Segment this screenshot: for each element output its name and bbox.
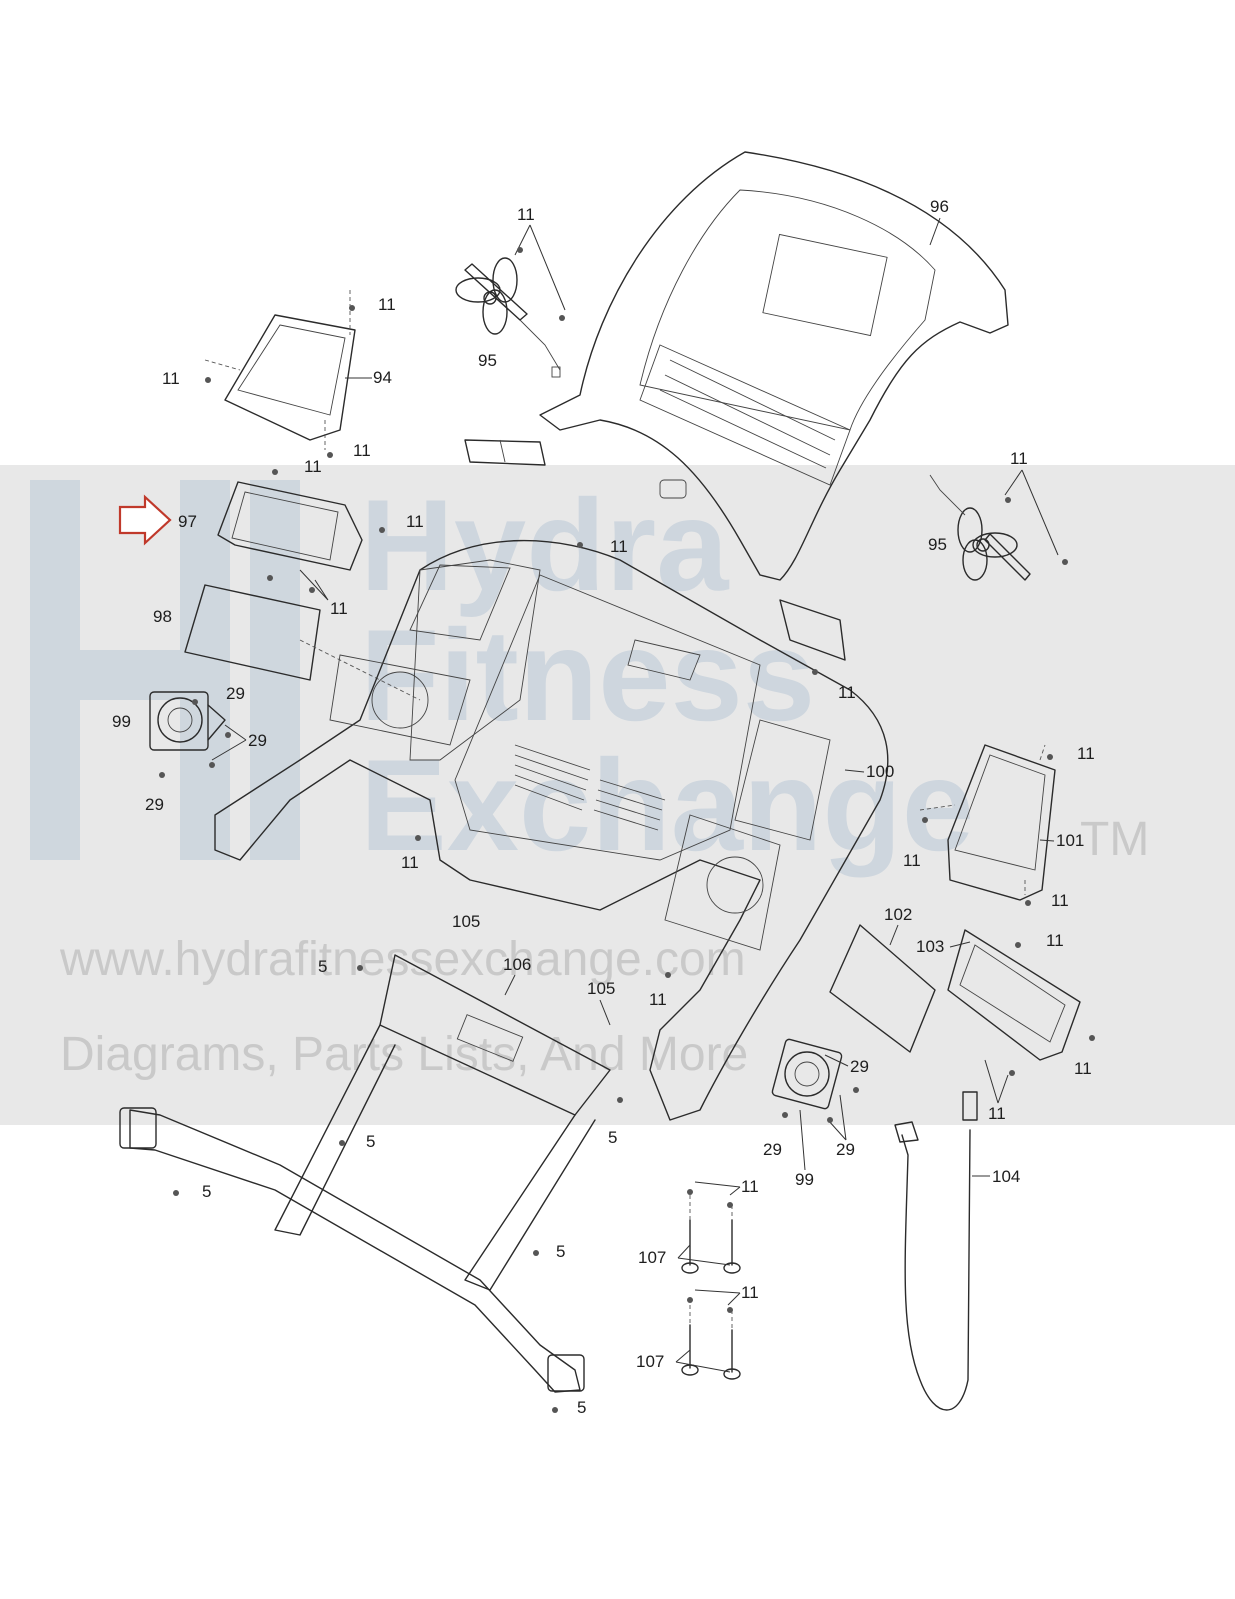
callout-29-f: 29 — [836, 1140, 855, 1159]
part-102-cover — [829, 924, 936, 1053]
callout-99-right: 99 — [795, 1170, 814, 1189]
watermark-brand-3: Exchange — [360, 732, 974, 878]
callout-11-center-top: 11 — [610, 537, 628, 556]
callout-11-107a: 11 — [741, 1177, 759, 1196]
callout-29-e: 29 — [763, 1140, 782, 1159]
callout-11-tray-r-top: 11 — [1077, 744, 1095, 763]
part-104-cable — [894, 1091, 978, 1411]
callout-104: 104 — [992, 1167, 1020, 1186]
callout-5-c: 5 — [366, 1132, 375, 1151]
callout-29-b: 29 — [248, 731, 267, 750]
part-94-tray — [204, 290, 356, 450]
callout-11-97-right: 11 — [406, 512, 424, 531]
watermark-brand-1: Hydra — [360, 472, 730, 618]
callout-97: 97 — [178, 512, 197, 531]
callout-107-a: 107 — [638, 1248, 666, 1267]
callout-103: 103 — [916, 937, 944, 956]
callout-11-fan-top: 11 — [517, 205, 535, 224]
callout-11-107b: 11 — [741, 1283, 759, 1302]
callout-94: 94 — [373, 368, 392, 387]
callout-11-fan-right: 11 — [1010, 449, 1028, 468]
callout-11-center-low: 11 — [649, 990, 667, 1009]
callout-99-left: 99 — [112, 712, 131, 731]
callout-5-d: 5 — [202, 1182, 211, 1201]
part-98-cover — [184, 584, 421, 701]
part-107-clips-lower — [681, 1305, 741, 1380]
watermark-trademark: TM — [1080, 813, 1149, 866]
callout-11-97-top: 11 — [304, 457, 322, 476]
callout-5-b: 5 — [608, 1128, 617, 1147]
part-99-speaker-left — [149, 691, 226, 751]
callout-11-tray-left: 11 — [162, 369, 180, 388]
part-96-console-top — [464, 151, 1009, 661]
callout-11-103-right: 11 — [1074, 1059, 1092, 1078]
callout-102: 102 — [884, 905, 912, 924]
callout-29-c: 29 — [145, 795, 164, 814]
callout-95-top: 95 — [478, 351, 497, 370]
callout-11-tray-r-bottom: 11 — [1051, 891, 1069, 910]
callout-96: 96 — [930, 197, 949, 216]
callout-11-center-mid: 11 — [838, 683, 856, 702]
part-upright-frame — [119, 1024, 596, 1393]
highlight-arrow-97 — [118, 494, 172, 546]
callout-11-tray-top: 11 — [378, 295, 396, 314]
part-107-clips-upper — [681, 1195, 741, 1274]
part-99-speaker-right — [771, 1038, 843, 1110]
callout-105-b: 105 — [587, 979, 615, 998]
callout-11-97-bottom: 11 — [330, 599, 348, 618]
part-103-bracket — [947, 929, 1081, 1061]
watermark-brand-2: Fitness — [360, 602, 815, 748]
watermark-logo — [30, 480, 300, 860]
callout-29-d: 29 — [850, 1057, 869, 1076]
part-95-fan-top — [455, 257, 561, 378]
callout-11-left-low: 11 — [401, 853, 419, 872]
callout-107-b: 107 — [636, 1352, 664, 1371]
part-100-console-base — [214, 479, 889, 1121]
callout-106: 106 — [503, 955, 531, 974]
callout-11-103-top: 11 — [1046, 931, 1064, 950]
callout-11-tray-bottom: 11 — [353, 441, 371, 460]
callout-100: 100 — [866, 762, 894, 781]
callout-101: 101 — [1056, 831, 1084, 850]
callout-95-right: 95 — [928, 535, 947, 554]
callout-29-a: 29 — [226, 684, 245, 703]
callout-105-a: 105 — [452, 912, 480, 931]
screw-icons — [159, 247, 1095, 1413]
part-97-bracket — [217, 481, 363, 571]
part-101-tray — [919, 744, 1056, 901]
callout-11-103-bottom: 11 — [988, 1104, 1006, 1123]
callout-5-f: 5 — [577, 1398, 586, 1417]
callout-5-a: 5 — [318, 957, 327, 976]
callout-98: 98 — [153, 607, 172, 626]
callout-5-e: 5 — [556, 1242, 565, 1261]
part-95-fan-right — [929, 474, 1031, 581]
callout-11-tray-r-left: 11 — [903, 851, 921, 870]
